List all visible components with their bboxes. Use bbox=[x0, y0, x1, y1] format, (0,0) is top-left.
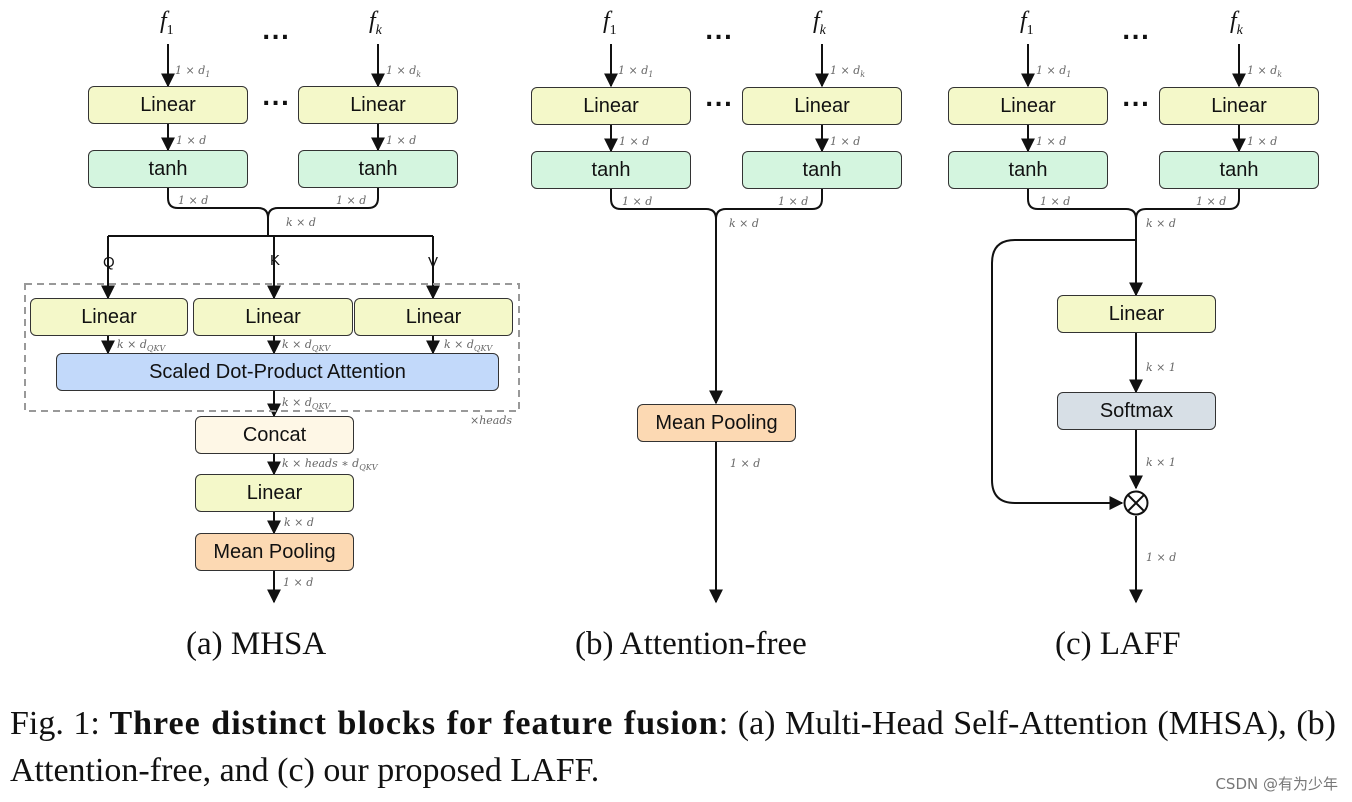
dim-label: 1 × d bbox=[730, 457, 761, 470]
ellipsis-top-b: ... bbox=[705, 20, 734, 45]
dim-label: 1 × d bbox=[619, 135, 650, 148]
dim-label: 1 × d bbox=[176, 134, 207, 147]
dim-label: k × 1 bbox=[1146, 456, 1176, 469]
linear-box: Linear bbox=[88, 86, 248, 124]
k-label: K bbox=[270, 252, 281, 269]
v-label: V bbox=[428, 254, 439, 271]
scaled-dot-product-attention-box: Scaled Dot-Product Attention bbox=[56, 353, 499, 391]
dim-label: 1 × dk bbox=[830, 64, 866, 80]
dim-label: 1 × d bbox=[1247, 135, 1278, 148]
subcaption-c: (c) LAFF bbox=[1055, 626, 1181, 662]
linear-box: Linear bbox=[1057, 295, 1216, 333]
dim-label: k × dQKV bbox=[117, 338, 166, 354]
feature-fk-b: fk bbox=[813, 8, 826, 38]
dim-label: 1 × d bbox=[778, 195, 809, 208]
dim-label: k × dQKV bbox=[282, 396, 331, 412]
dim-label: 1 × d bbox=[1036, 135, 1067, 148]
dim-label: 1 × d bbox=[830, 135, 861, 148]
watermark: CSDN @有为少年 bbox=[1215, 775, 1338, 793]
softmax-box: Softmax bbox=[1057, 392, 1216, 430]
tanh-box: tanh bbox=[742, 151, 902, 189]
feature-fk-c: fk bbox=[1230, 8, 1243, 38]
dim-label: 1 × d1 bbox=[1036, 64, 1072, 80]
ellipsis-mid-a: ... bbox=[262, 86, 291, 111]
dim-label: k × 1 bbox=[1146, 361, 1176, 374]
figure-caption: Fig. 1: Three distinct blocks for featur… bbox=[10, 700, 1336, 794]
feature-f1-b: f1 bbox=[603, 8, 617, 38]
ellipsis-mid-c: ... bbox=[1122, 87, 1151, 112]
caption-rest: : (a) Multi-Head Self-Attention (MHSA), … bbox=[10, 705, 1336, 789]
linear-box: Linear bbox=[948, 87, 1108, 125]
mean-pooling-box: Mean Pooling bbox=[637, 404, 796, 442]
linear-box: Linear bbox=[1159, 87, 1319, 125]
linear-v-box: Linear bbox=[354, 298, 513, 336]
linear-box: Linear bbox=[742, 87, 902, 125]
dim-label: 1 × d bbox=[178, 194, 209, 207]
dim-label: 1 × d bbox=[386, 134, 417, 147]
ellipsis-top-a: ... bbox=[262, 20, 291, 45]
dim-label: k × heads ∗ dQKV bbox=[282, 457, 378, 473]
ellipsis-mid-b: ... bbox=[705, 87, 734, 112]
caption-bold: Three distinct blocks for feature fusion bbox=[109, 705, 719, 742]
heads-label: ×heads bbox=[470, 414, 513, 427]
feature-fk-a: fk bbox=[369, 8, 382, 38]
linear-box: Linear bbox=[195, 474, 354, 512]
dim-label: 1 × dk bbox=[1247, 64, 1283, 80]
dim-label: k × d bbox=[286, 216, 316, 229]
dim-label: k × dQKV bbox=[282, 338, 331, 354]
caption-prefix: Fig. 1: bbox=[10, 705, 110, 742]
ellipsis-top-c: ... bbox=[1122, 20, 1151, 45]
feature-f1-c: f1 bbox=[1020, 8, 1034, 38]
dim-label: k × d bbox=[729, 217, 759, 230]
multi-head-frame bbox=[24, 283, 520, 412]
tanh-box: tanh bbox=[298, 150, 458, 188]
dim-label: 1 × d1 bbox=[618, 64, 654, 80]
dim-label: 1 × d bbox=[622, 195, 653, 208]
tanh-box: tanh bbox=[1159, 151, 1319, 189]
dim-label: 1 × d bbox=[1196, 195, 1227, 208]
subcaption-b: (b) Attention-free bbox=[575, 626, 807, 662]
linear-q-box: Linear bbox=[30, 298, 188, 336]
tanh-box: tanh bbox=[948, 151, 1108, 189]
tanh-box: tanh bbox=[531, 151, 691, 189]
dim-label: k × d bbox=[284, 516, 314, 529]
dim-label: 1 × d bbox=[336, 194, 367, 207]
linear-box: Linear bbox=[531, 87, 691, 125]
dim-label: 1 × dk bbox=[386, 64, 422, 80]
linear-k-box: Linear bbox=[193, 298, 353, 336]
linear-box: Linear bbox=[298, 86, 458, 124]
mean-pooling-box: Mean Pooling bbox=[195, 533, 354, 571]
dim-label: k × d bbox=[1146, 217, 1176, 230]
subcaption-a: (a) MHSA bbox=[186, 626, 327, 662]
multiply-icon bbox=[1123, 490, 1149, 516]
dim-label: 1 × d bbox=[283, 576, 314, 589]
feature-f1-a: f1 bbox=[160, 8, 174, 38]
dim-label: 1 × d bbox=[1040, 195, 1071, 208]
tanh-box: tanh bbox=[88, 150, 248, 188]
dim-label: 1 × d1 bbox=[175, 64, 211, 80]
dim-label: 1 × d bbox=[1146, 551, 1177, 564]
concat-box: Concat bbox=[195, 416, 354, 454]
dim-label: k × dQKV bbox=[444, 338, 493, 354]
q-label: Q bbox=[103, 254, 115, 271]
